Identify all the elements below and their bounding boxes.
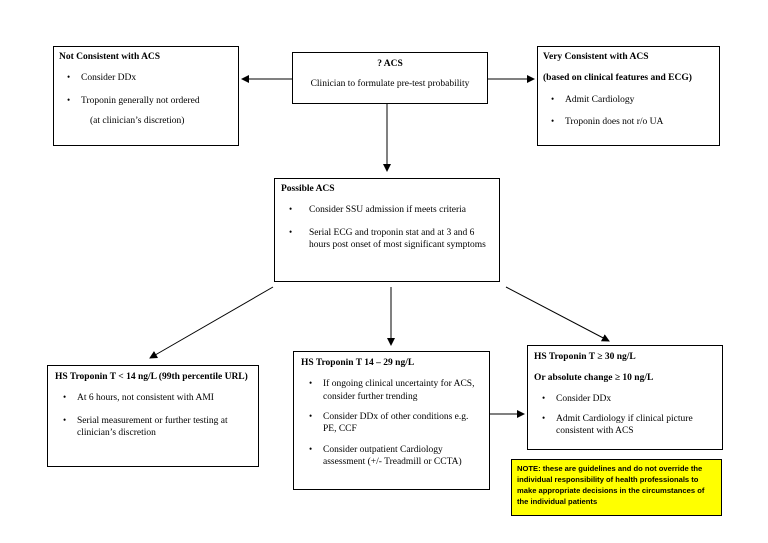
guideline-note: NOTE: these are guidelines and do not ov… bbox=[511, 459, 722, 516]
pretest-text: Clinician to formulate pre-test probabil… bbox=[310, 79, 470, 90]
low-troponin-item: Serial measurement or further testing at… bbox=[55, 415, 251, 440]
possible-acs-item: Consider SSU admission if meets criteria bbox=[281, 204, 493, 216]
mid-troponin-item: If ongoing clinical uncertainty for ACS,… bbox=[301, 378, 482, 403]
not-consistent-footer: (at clinician’s discretion) bbox=[90, 116, 185, 127]
high-troponin-title: HS Troponin T ≥ 30 ng/L bbox=[534, 352, 636, 362]
very-consistent-subtitle: (based on clinical features and ECG) bbox=[543, 73, 692, 84]
low-troponin-title: HS Troponin T < 14 ng/L (99th percentile… bbox=[55, 372, 248, 382]
high-troponin-item: Admit Cardiology if clinical picture con… bbox=[534, 413, 716, 438]
very-consistent-item: Troponin does not r/o UA bbox=[543, 116, 714, 128]
high-troponin-item: Consider DDx bbox=[534, 393, 716, 405]
not-consistent-item: Consider DDx bbox=[59, 72, 233, 84]
not-consistent-box: Not Consistent with ACS Consider DDx Tro… bbox=[53, 46, 239, 146]
not-consistent-item: Troponin generally not ordered bbox=[59, 95, 233, 107]
high-troponin-box: HS Troponin T ≥ 30 ng/L Or absolute chan… bbox=[527, 345, 723, 450]
not-consistent-title: Not Consistent with ACS bbox=[59, 52, 161, 62]
mid-troponin-box: HS Troponin T 14 – 29 ng/L If ongoing cl… bbox=[293, 351, 490, 490]
pretest-probability-box: ? ACS Clinician to formulate pre-test pr… bbox=[292, 52, 488, 104]
very-consistent-box: Very Consistent with ACS (based on clini… bbox=[537, 46, 720, 146]
arrow-to-low-troponin bbox=[149, 286, 274, 359]
very-consistent-title: Very Consistent with ACS bbox=[543, 52, 649, 62]
possible-acs-title: Possible ACS bbox=[281, 184, 335, 194]
low-troponin-item: At 6 hours, not consistent with AMI bbox=[55, 392, 251, 404]
very-consistent-item: Admit Cardiology bbox=[543, 94, 714, 106]
possible-acs-box: Possible ACS Consider SSU admission if m… bbox=[274, 178, 500, 282]
high-troponin-subtitle: Or absolute change ≥ 10 ng/L bbox=[534, 373, 654, 384]
low-troponin-box: HS Troponin T < 14 ng/L (99th percentile… bbox=[47, 365, 259, 467]
mid-troponin-item: Consider outpatient Cardiology assessmen… bbox=[301, 444, 482, 469]
arrow-to-high-troponin bbox=[505, 286, 610, 342]
mid-troponin-item: Consider DDx of other conditions e.g. PE… bbox=[301, 411, 482, 436]
pretest-title: ? ACS bbox=[377, 59, 403, 69]
possible-acs-item: Serial ECG and troponin stat and at 3 an… bbox=[281, 227, 493, 252]
guideline-note-text: NOTE: these are guidelines and do not ov… bbox=[517, 464, 705, 506]
mid-troponin-title: HS Troponin T 14 – 29 ng/L bbox=[301, 358, 415, 368]
